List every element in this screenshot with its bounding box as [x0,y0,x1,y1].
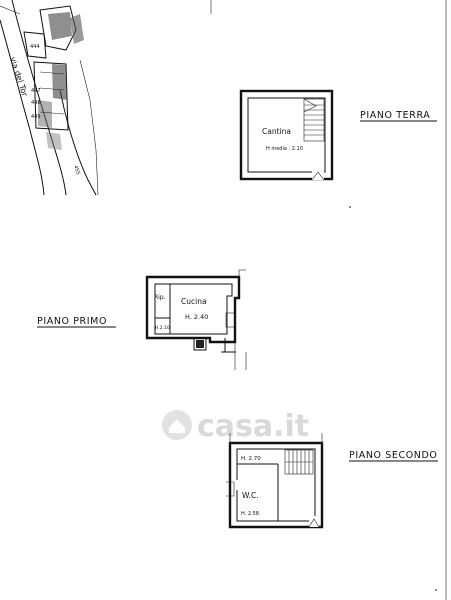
room-name: W.C. [242,491,259,500]
floor-title-terra: PIANO TERRA [360,110,430,121]
map-street-label: via del Tor [8,56,29,98]
staircase-symbol [284,449,314,475]
floor-title-secondo: PIANO SECONDO [349,450,437,461]
staircase-symbol [303,98,325,142]
map-parcel-label: 449 [31,114,41,120]
room-height: H media : 2.10 [266,146,303,152]
plan-piano-secondo [226,433,324,529]
scan-speck [349,206,351,208]
room-name: Cantina [262,127,291,136]
watermark-text: casa.it [197,409,309,444]
plan-piano-terra [239,89,334,181]
room-height: H. 2.58 [241,511,259,517]
room-height: H.2.10 [155,325,170,331]
cadastral-map [0,0,99,196]
plan-piano-primo [145,269,247,370]
map-parcel-label: 455 [72,165,81,176]
room-height: H. 2.70 [241,456,261,462]
map-parcel-label: 447 [31,88,41,94]
map-parcel-label: 448 [31,100,41,106]
watermark-logo: casa.it [162,409,309,444]
room-name: Cucina [181,297,207,306]
room-name: Rip. [154,294,166,301]
floor-title-primo: PIANO PRIMO [37,316,107,327]
map-parcel-label: 444 [30,44,40,50]
room-height: H. 2.40 [185,313,208,321]
scan-speck [435,589,437,591]
